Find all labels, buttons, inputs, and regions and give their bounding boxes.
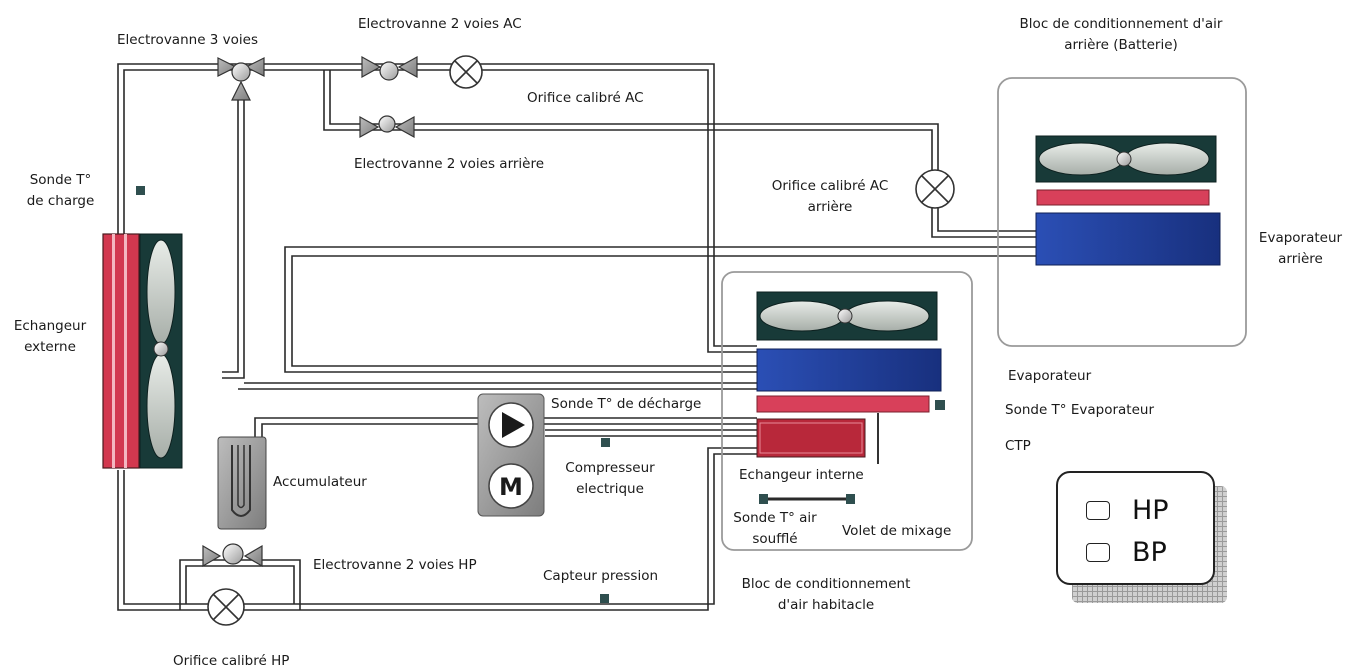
electrovanne-2-voies-arriere <box>359 115 415 139</box>
bloc-arriere-frame <box>997 77 1247 347</box>
bloc-habitacle-frame <box>721 271 973 551</box>
label-sonde-charge: Sonde T° de charge <box>18 170 103 212</box>
label-electrovanne-2-voies-hp: Electrovanne 2 voies HP <box>313 557 477 573</box>
label-compresseur-line2: electrique <box>576 480 644 497</box>
label-echangeur-externe: Echangeur externe <box>4 316 96 358</box>
sonde-decharge-sensor <box>601 438 610 447</box>
label-evaporateur: Evaporateur <box>1008 368 1092 384</box>
orifice-calibre-ac <box>449 55 483 89</box>
legend-box: HP BP <box>1056 471 1215 585</box>
label-sonde-air-souffle-line2: soufflé <box>752 530 798 547</box>
label-bloc-arriere: Bloc de conditionnement d'air arrière (B… <box>996 14 1246 56</box>
echangeur-externe <box>102 233 183 469</box>
orifice-calibre-hp <box>207 588 245 626</box>
label-sonde-air-souffle: Sonde T° air soufflé <box>722 508 828 550</box>
legend-bp-label: BP <box>1132 537 1167 568</box>
label-bloc-habitacle-line1: Bloc de conditionnement <box>741 576 911 592</box>
label-orifice-ac-arriere-line1: Orifice calibré AC <box>771 178 889 194</box>
label-volet-mixage: Volet de mixage <box>842 523 952 539</box>
fan-arriere <box>1035 135 1217 183</box>
label-evaporateur-arriere-line1: Evaporateur <box>1258 230 1343 246</box>
compresseur-motor-letter: M <box>499 473 523 501</box>
hp-checkbox[interactable] <box>1086 501 1110 520</box>
sonde-evaporateur-sensor <box>935 400 945 410</box>
ctp-heater <box>756 395 930 413</box>
label-sonde-decharge: Sonde T° de décharge <box>551 396 702 412</box>
label-sonde-charge-line2: de charge <box>26 192 95 209</box>
label-compresseur: Compresseur electrique <box>555 458 665 500</box>
capteur-pression-sensor <box>600 594 609 603</box>
label-ctp: CTP <box>1005 438 1031 454</box>
label-sonde-air-souffle-line1: Sonde T° air <box>733 510 817 526</box>
label-bloc-arriere-line2: arrière (Batterie) <box>1064 36 1178 53</box>
fan-habitacle <box>756 291 938 341</box>
evaporateur-arriere <box>1035 212 1221 266</box>
orifice-calibre-ac-arriere <box>915 169 955 209</box>
label-evaporateur-arriere-line2: arrière <box>1278 250 1323 267</box>
label-echangeur-externe-line2: externe <box>24 338 76 355</box>
label-orifice-calibre-ac: Orifice calibré AC <box>527 90 644 106</box>
label-sonde-charge-line1: Sonde T° <box>29 172 92 188</box>
label-orifice-ac-arriere: Orifice calibré AC arrière <box>760 176 900 218</box>
label-evaporateur-arriere: Evaporateur arrière <box>1248 228 1353 270</box>
label-capteur-pression: Capteur pression <box>543 568 659 584</box>
legend-hp-label: HP <box>1132 495 1169 526</box>
echangeur-interne <box>756 418 866 458</box>
electrovanne-2-voies-hp <box>202 543 263 568</box>
label-sonde-evaporateur: Sonde T° Evaporateur <box>1005 402 1154 418</box>
label-echangeur-interne: Echangeur interne <box>739 467 864 483</box>
heater-arriere <box>1036 189 1210 206</box>
legend-row-hp: HP <box>1086 495 1169 526</box>
label-bloc-habitacle: Bloc de conditionnement d'air habitacle <box>720 574 932 616</box>
evaporateur-habitacle <box>756 348 942 392</box>
electrovanne-2-voies-ac <box>361 55 418 81</box>
label-electrovanne-2-voies-arriere: Electrovanne 2 voies arrière <box>354 156 545 172</box>
label-echangeur-externe-line1: Echangeur <box>13 318 87 334</box>
sonde-charge-sensor <box>136 186 145 195</box>
label-bloc-habitacle-line2: d'air habitacle <box>777 596 875 613</box>
label-compresseur-line1: Compresseur <box>565 460 655 476</box>
volet-mixage <box>759 494 855 504</box>
legend-row-bp: BP <box>1086 537 1167 568</box>
label-bloc-arriere-line1: Bloc de conditionnement d'air <box>1019 16 1223 32</box>
accumulateur <box>217 436 267 530</box>
refrigerant-pipes <box>117 63 1036 611</box>
label-electrovanne-3-voies: Electrovanne 3 voies <box>117 32 259 48</box>
label-orifice-ac-arriere-line2: arrière <box>807 198 853 215</box>
label-orifice-calibre-hp: Orifice calibré HP <box>173 653 290 669</box>
label-accumulateur: Accumulateur <box>273 474 367 490</box>
label-electrovanne-2-voies-ac: Electrovanne 2 voies AC <box>358 16 522 32</box>
electrovanne-3-voies <box>217 57 265 101</box>
compresseur-electrique <box>477 393 545 517</box>
bp-checkbox[interactable] <box>1086 543 1110 562</box>
